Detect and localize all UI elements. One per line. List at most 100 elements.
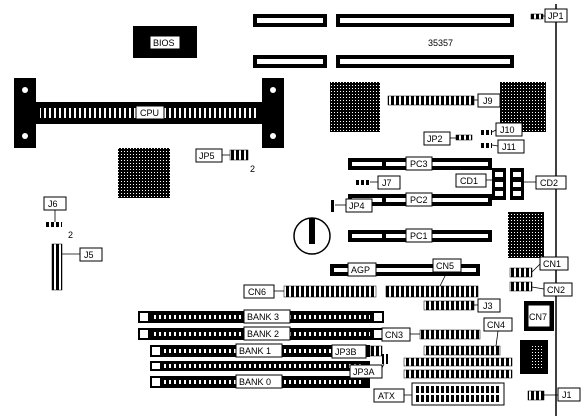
cn2-header <box>509 281 533 292</box>
jp5-callout: JP5 <box>195 148 223 163</box>
connector-row-1 <box>403 357 513 367</box>
cn4-callout: CN4 <box>483 317 513 332</box>
pci-slot-1: PC1 <box>348 228 492 243</box>
atx-label: ATX <box>378 391 395 401</box>
jp3a-callout: JP3A <box>349 364 383 379</box>
jp5-pin-label: 2 <box>250 164 255 174</box>
j5-callout: J5 <box>79 247 103 262</box>
cpu-slot: CPU <box>14 78 284 148</box>
bank1-label: BANK 1 <box>239 346 271 356</box>
cn6-header <box>283 285 377 298</box>
j7-label: J7 <box>382 178 392 188</box>
jp2-jumper <box>455 134 473 141</box>
j6-callout: J6 <box>43 196 67 211</box>
j3-callout: J3 <box>477 298 501 313</box>
chip-right-middle <box>508 212 544 258</box>
bios-label: BIOS <box>153 38 175 48</box>
pc2-label: PC2 <box>410 195 428 205</box>
cd2-callout: CD2 <box>535 175 567 190</box>
pci-slot-3: PC3 <box>348 156 492 171</box>
j5-header <box>51 243 63 291</box>
cn4-label: CN4 <box>487 320 505 330</box>
port-connector <box>520 340 548 374</box>
extra-dimm-slot <box>150 361 370 371</box>
bank0-label: BANK 0 <box>239 377 271 387</box>
jp3b-callout: JP3B <box>331 344 367 359</box>
top-slots <box>253 14 514 68</box>
j7-header <box>356 180 370 185</box>
pc3-label: PC3 <box>410 159 428 169</box>
chip-number-label: 35357 <box>428 38 453 48</box>
cn5-callout: CN5 <box>432 258 462 273</box>
cn4-header <box>423 345 501 356</box>
jp1-callout: JP1 <box>544 8 568 23</box>
cn5-header <box>385 285 479 298</box>
atx-callout: ATX <box>373 388 405 403</box>
cn3-label: CN3 <box>385 330 403 340</box>
bank3-slot: BANK 3 <box>138 309 384 324</box>
j11-callout: J11 <box>497 139 525 154</box>
cn2-label: CN2 <box>547 285 565 295</box>
j7-callout: J7 <box>377 175 401 190</box>
cpu-label: CPU <box>140 108 159 118</box>
cd1-label: CD1 <box>460 176 478 186</box>
cmos-battery <box>293 217 331 255</box>
cn2-callout: CN2 <box>543 282 573 297</box>
jp2-label: JP2 <box>427 134 443 144</box>
bank2-label: BANK 2 <box>247 329 279 339</box>
pc1-label: PC1 <box>410 231 428 241</box>
cn3-header <box>419 329 481 340</box>
jp4-callout: JP4 <box>345 198 373 213</box>
jp5-jumper <box>229 149 249 161</box>
jp1-label: JP1 <box>548 11 564 21</box>
jp2-callout: JP2 <box>423 131 451 146</box>
jp3b-jumper <box>369 345 383 357</box>
j11-header <box>480 143 492 148</box>
connector-row-2 <box>403 369 513 379</box>
cn6-label: CN6 <box>248 287 266 297</box>
jp4-jumper <box>330 200 335 212</box>
j6-header <box>46 222 62 227</box>
cn1-callout: CN1 <box>539 256 569 271</box>
cn7-connector: CN7 <box>524 301 554 331</box>
jp4-label: JP4 <box>349 201 365 211</box>
cn6-callout: CN6 <box>243 284 275 299</box>
j1-callout: J1 <box>557 387 581 402</box>
cn1-header <box>509 267 533 278</box>
j6-pin-label: 2 <box>68 230 73 240</box>
cn1-label: CN1 <box>543 259 561 269</box>
chip-left <box>118 148 170 198</box>
bank0-slot: BANK 0 <box>150 374 370 389</box>
bank3-label: BANK 3 <box>247 312 279 322</box>
agp-label: AGP <box>351 265 370 275</box>
j10-header <box>480 130 492 135</box>
cn5-label: CN5 <box>436 261 454 271</box>
j10-label: J10 <box>500 125 515 135</box>
jp3b-label: JP3B <box>335 347 357 357</box>
cd1-callout: CD1 <box>455 173 487 188</box>
bios-chip: BIOS <box>133 26 197 58</box>
j10-callout: J10 <box>495 122 523 137</box>
j11-label: J11 <box>502 142 516 152</box>
j5-label: J5 <box>84 250 94 260</box>
j1-label: J1 <box>562 390 572 400</box>
cn7-label: CN7 <box>529 312 547 322</box>
j9-label: J9 <box>483 96 493 106</box>
jp5-label: JP5 <box>199 151 215 161</box>
j3-label: J3 <box>483 301 493 311</box>
pci-slot-2: PC2 <box>348 192 492 207</box>
jp3a-label: JP3A <box>353 367 375 377</box>
leader-lines <box>54 15 558 396</box>
j3-header <box>423 300 475 311</box>
jp1-jumper <box>530 13 544 20</box>
j9-connector <box>387 95 475 106</box>
northbridge-chip <box>330 82 380 132</box>
bank1-slot: BANK 1 <box>150 343 370 358</box>
jp3a-jumper <box>382 354 388 364</box>
atx-power-connector <box>411 382 505 406</box>
j1-header <box>527 390 545 401</box>
j9-callout: J9 <box>477 93 501 108</box>
cn3-callout: CN3 <box>381 327 411 342</box>
cd2-label: CD2 <box>540 178 558 188</box>
